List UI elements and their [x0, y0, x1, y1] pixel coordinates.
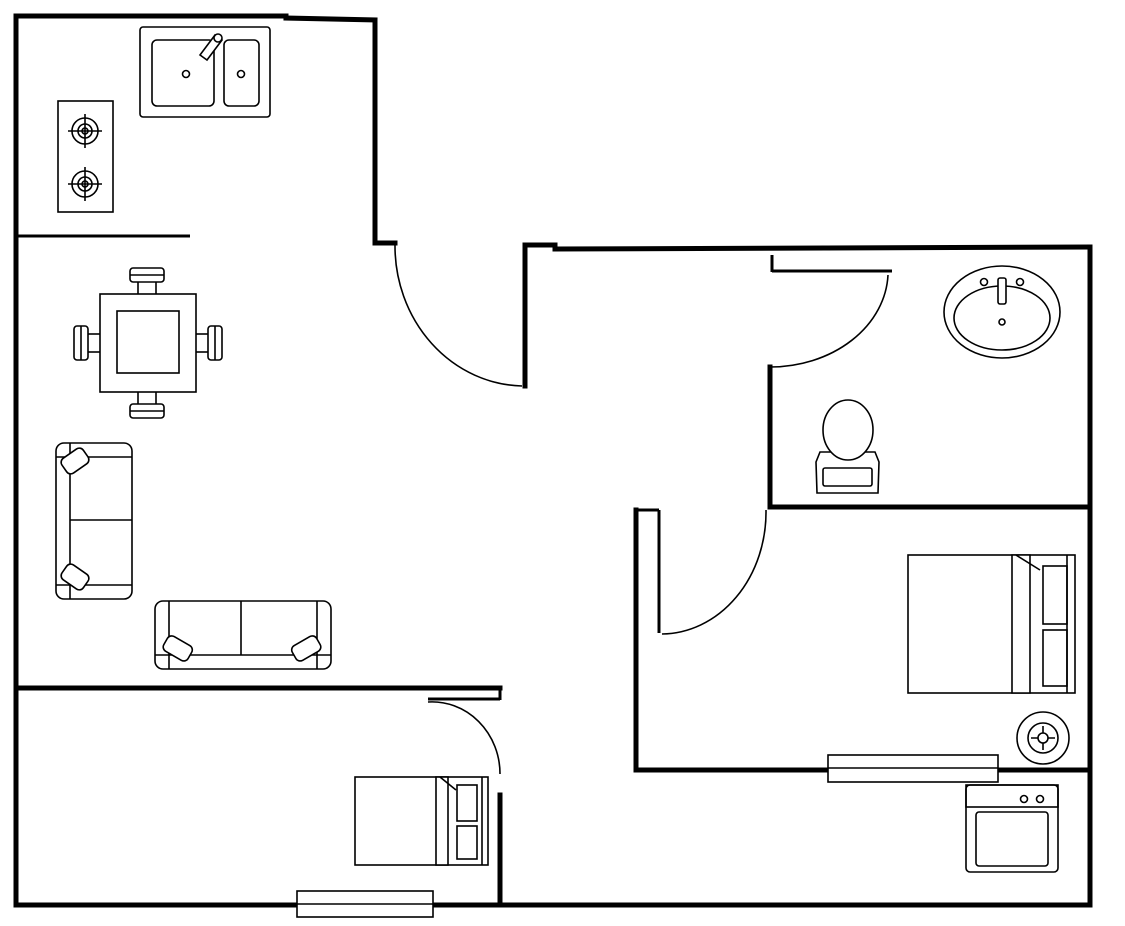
- windows: [296, 754, 999, 918]
- toilet-icon: [815, 399, 880, 494]
- sofa-icon: [154, 600, 332, 670]
- outer-wall-top-right: [283, 15, 378, 23]
- chair-icon: [73, 325, 100, 361]
- dining-table-icon: [73, 267, 223, 419]
- single-bed-icon: [354, 776, 489, 866]
- double-bed-icon: [907, 554, 1076, 694]
- small-bed-door-swing-icon: [427, 701, 501, 775]
- window-icon: [296, 890, 434, 918]
- gas-stove-icon: [57, 100, 114, 213]
- right-wing-top-wall: [552, 244, 1093, 252]
- master-door-swing-icon: [661, 509, 767, 635]
- walls: [13, 13, 1093, 908]
- burner-icon: [68, 167, 102, 201]
- chair-icon: [129, 392, 165, 419]
- entry-door-swing-icon: [394, 244, 523, 387]
- chair-icon: [196, 325, 223, 361]
- chair-icon: [129, 267, 165, 294]
- window-icon: [827, 754, 999, 783]
- doors: [394, 244, 889, 775]
- bath-door-swing-icon: [769, 274, 889, 368]
- utility-sink-icon: [965, 784, 1059, 873]
- kitchen-sink-icon: [139, 26, 271, 118]
- washing-machine-icon: [1016, 711, 1070, 765]
- sofa-icon: [55, 442, 133, 600]
- bathroom-sink-icon: [943, 265, 1061, 359]
- burner-icon: [68, 114, 102, 148]
